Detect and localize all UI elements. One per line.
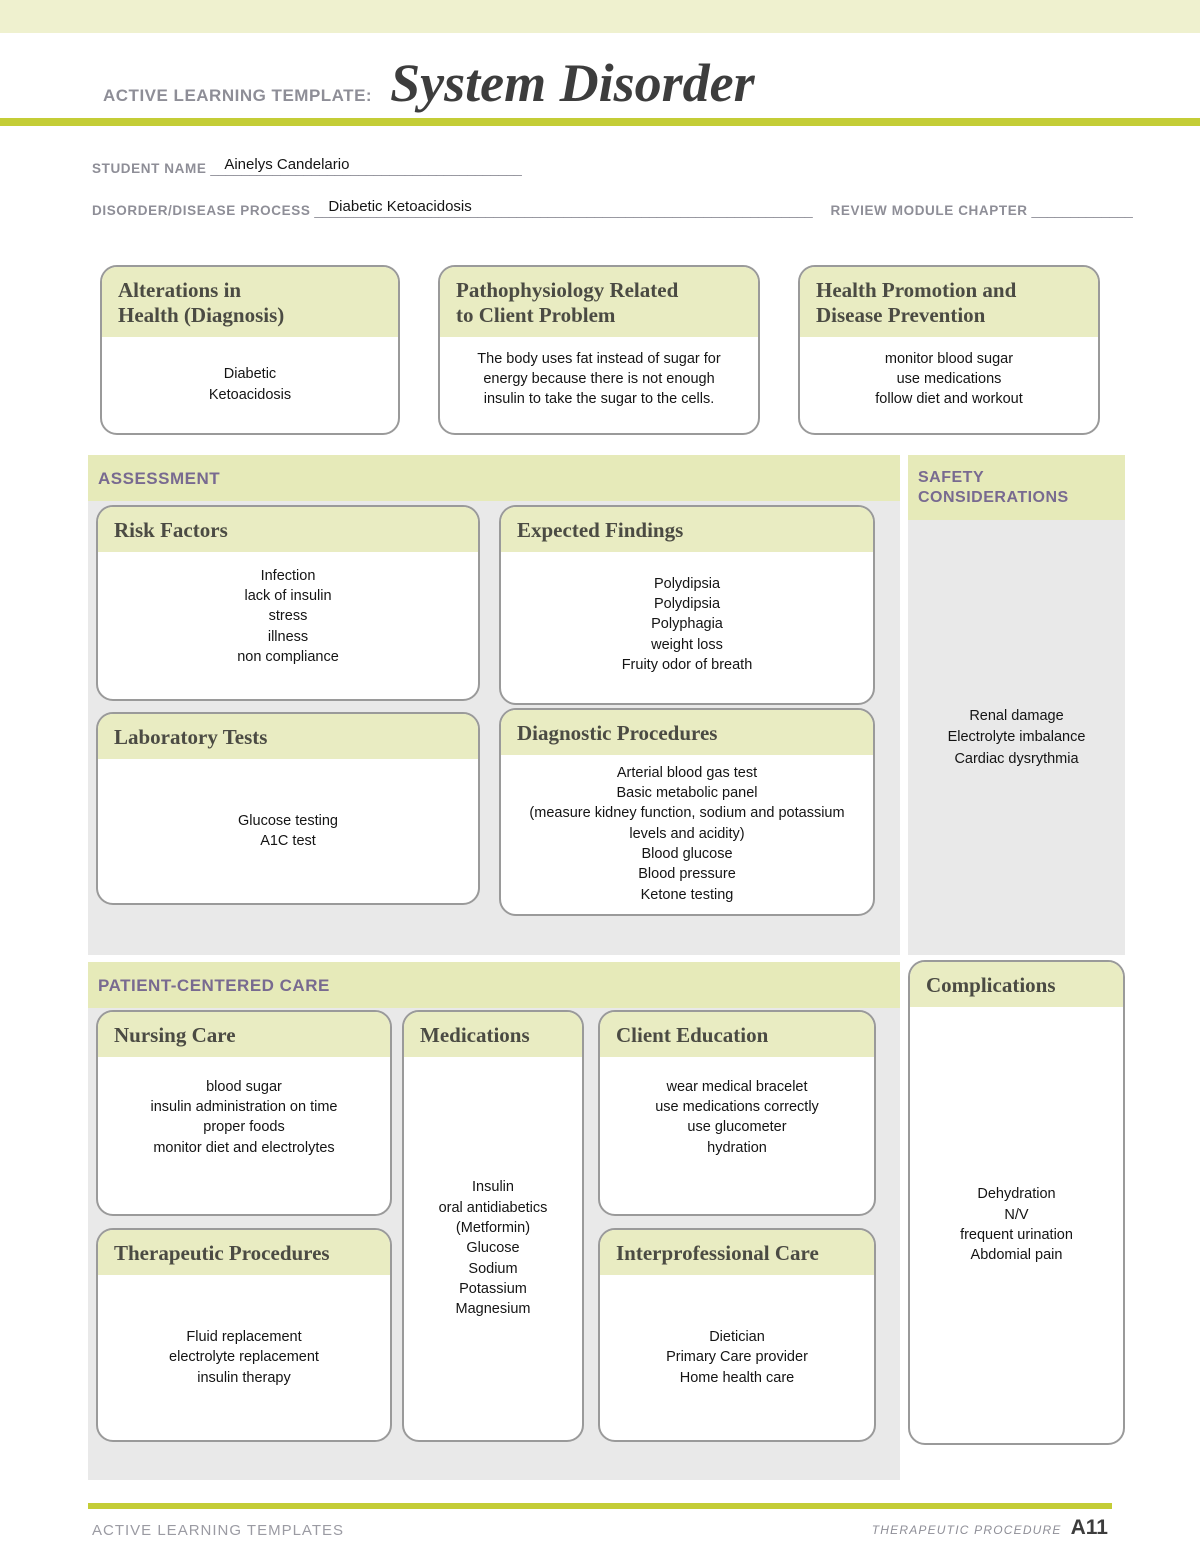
card-expected-findings-title: Expected Findings	[501, 507, 873, 552]
student-name-line: ________________________________________	[210, 160, 522, 176]
card-expected-findings-content: Polydipsia Polydipsia Polyphagia weight …	[621, 575, 753, 673]
disorder-row: DISORDER/DISEASE PROCESS Diabetic Ketoac…	[92, 198, 1133, 218]
card-nursing-care-content: blood sugar insulin administration on ti…	[150, 1078, 338, 1156]
card-risk-factors-title: Risk Factors	[98, 507, 478, 552]
card-complications-title: Complications	[910, 962, 1123, 1007]
card-alterations-content: Diabetic Ketoacidosis	[208, 366, 292, 403]
card-risk-factors: Risk Factors Infection lack of insulin s…	[96, 505, 480, 701]
student-name-value: Ainelys Candelario	[224, 156, 350, 173]
masthead: ACTIVE LEARNING TEMPLATE: System Disorde…	[103, 56, 755, 110]
footer-right-label: THERAPEUTIC PROCEDURE	[871, 1523, 1062, 1537]
review-module-label: REVIEW MODULE CHAPTER	[830, 203, 1028, 218]
patient-care-section-label: PATIENT-CENTERED CARE	[88, 962, 900, 1009]
top-accent-band	[0, 0, 1200, 33]
footer-rule	[88, 1503, 1112, 1509]
card-medications-title: Medications	[404, 1012, 582, 1057]
disorder-value: Diabetic Ketoacidosis	[328, 198, 472, 215]
student-name-label: STUDENT NAME	[92, 161, 207, 176]
student-name-row: STUDENT NAME Ainelys Candelario_________…	[92, 156, 522, 176]
card-interprofessional-care: Interprofessional Care Dietician Primary…	[598, 1228, 876, 1442]
card-complications: Complications Dehydration N/V frequent u…	[908, 960, 1125, 1445]
template-type-label: ACTIVE LEARNING TEMPLATE:	[103, 86, 373, 105]
card-nursing-care: Nursing Care blood sugar insulin adminis…	[96, 1010, 392, 1216]
card-nursing-care-title: Nursing Care	[98, 1012, 390, 1057]
card-therapeutic-procedures-content: Fluid replacement electrolyte replacemen…	[169, 1328, 319, 1386]
card-alterations: Alterations in Health (Diagnosis) Diabet…	[100, 265, 400, 435]
header-rule	[0, 118, 1200, 126]
card-diagnostic-procedures-title: Diagnostic Procedures	[501, 710, 873, 755]
card-therapeutic-procedures: Therapeutic Procedures Fluid replacement…	[96, 1228, 392, 1442]
safety-section-label: SAFETY CONSIDERATIONS	[908, 455, 1125, 520]
safety-content: Renal damage Electrolyte imbalance Cardi…	[947, 708, 1086, 767]
card-health-promotion-title: Health Promotion and Disease Prevention	[800, 267, 1098, 337]
card-laboratory-tests: Laboratory Tests Glucose testing A1C tes…	[96, 712, 480, 905]
card-pathophysiology-content: The body uses fat instead of sugar for e…	[477, 350, 721, 408]
disorder-field: Diabetic Ketoacidosis___________________…	[314, 198, 813, 218]
card-laboratory-tests-content: Glucose testing A1C test	[238, 812, 338, 849]
disorder-line: ________________________________________…	[314, 202, 813, 218]
card-pathophysiology-title: Pathophysiology Related to Client Proble…	[440, 267, 758, 337]
assessment-section-label: ASSESSMENT	[88, 455, 900, 502]
footer-left-text: ACTIVE LEARNING TEMPLATES	[92, 1522, 344, 1539]
footer-page-number: A11	[1070, 1516, 1108, 1539]
panel-safety-considerations: SAFETY CONSIDERATIONS Renal damage Elect…	[908, 455, 1125, 955]
card-interprofessional-care-title: Interprofessional Care	[600, 1230, 874, 1275]
card-medications-content: Insulin oral antidiabetics (Metformin) G…	[438, 1179, 548, 1318]
review-module-line: _____________	[1031, 202, 1133, 218]
card-client-education-content: wear medical bracelet use medications co…	[655, 1078, 819, 1156]
page-title: System Disorder	[390, 53, 755, 113]
card-complications-content: Dehydration N/V frequent urination Abdom…	[960, 1186, 1073, 1264]
card-expected-findings: Expected Findings Polydipsia Polydipsia …	[499, 505, 875, 705]
student-name-field: Ainelys Candelario______________________…	[210, 156, 522, 176]
card-alterations-title: Alterations in Health (Diagnosis)	[102, 267, 398, 337]
card-laboratory-tests-title: Laboratory Tests	[98, 714, 478, 759]
disorder-label: DISORDER/DISEASE PROCESS	[92, 203, 311, 218]
card-therapeutic-procedures-title: Therapeutic Procedures	[98, 1230, 390, 1275]
card-medications: Medications Insulin oral antidiabetics (…	[402, 1010, 584, 1442]
card-health-promotion: Health Promotion and Disease Prevention …	[798, 265, 1100, 435]
card-pathophysiology: Pathophysiology Related to Client Proble…	[438, 265, 760, 435]
card-diagnostic-procedures: Diagnostic Procedures Arterial blood gas…	[499, 708, 875, 916]
footer-right: THERAPEUTIC PROCEDURE A11	[872, 1516, 1108, 1540]
card-risk-factors-content: Infection lack of insulin stress illness…	[237, 567, 339, 665]
card-client-education-title: Client Education	[600, 1012, 874, 1057]
card-health-promotion-content: monitor blood sugar use medications foll…	[875, 350, 1023, 408]
card-client-education: Client Education wear medical bracelet u…	[598, 1010, 876, 1216]
card-diagnostic-procedures-content: Arterial blood gas test Basic metabolic …	[529, 764, 845, 903]
card-interprofessional-care-content: Dietician Primary Care provider Home hea…	[666, 1328, 808, 1386]
